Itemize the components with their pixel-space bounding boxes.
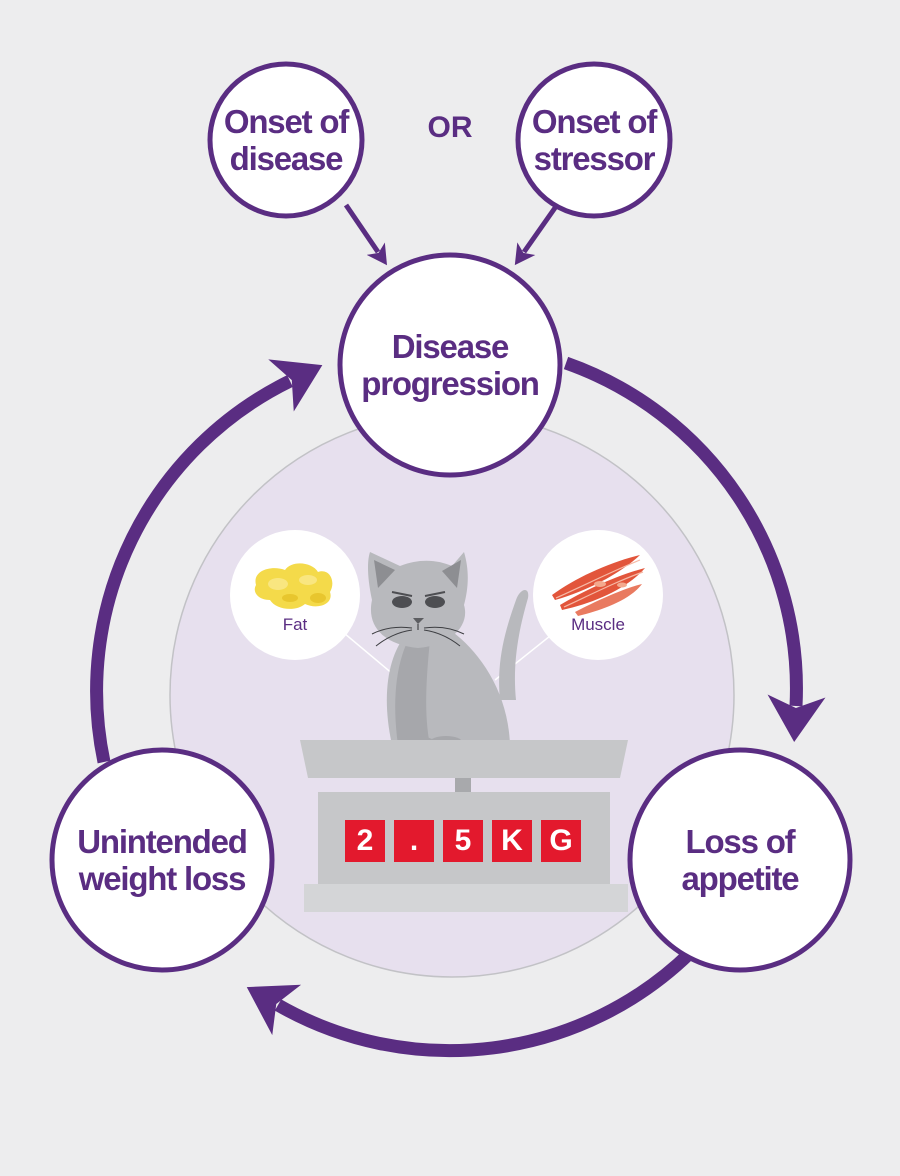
cat-illustration: [368, 552, 529, 748]
readout-digit: K: [492, 820, 532, 862]
fat-label: Fat: [282, 615, 308, 634]
arrow-weight-loss-to-progression: [90, 359, 323, 764]
node-onset-stressor: Onset of stressor: [531, 103, 657, 177]
node-loss-of-appetite: Loss of appetite: [681, 823, 800, 897]
node-disease-progression: Disease progression: [361, 328, 540, 402]
muscle-label: Muscle: [571, 615, 625, 634]
fat-icon: [254, 563, 333, 609]
muscle-icon: [552, 555, 645, 616]
arrow-progression-to-appetite: [563, 356, 826, 742]
node-circle-onset-disease: [207, 61, 365, 219]
node-circle-weight-loss: [49, 747, 275, 973]
readout-digit: .: [394, 820, 434, 862]
node-onset-disease: Onset of disease: [223, 103, 349, 177]
node-weight-loss: Unintended weight loss: [77, 823, 248, 897]
or-connector: OR: [427, 111, 473, 144]
node-circle-loss-of-appetite: [627, 747, 853, 973]
readout-digit: 5: [443, 820, 483, 862]
arrow-disease-onset-to-progression: [343, 203, 388, 266]
node-circle-disease-progression: [337, 252, 563, 478]
arrow-appetite-to-weight-loss: [246, 948, 695, 1058]
readout-digit: G: [541, 820, 581, 862]
arrow-stressor-to-progression: [514, 203, 560, 266]
node-circle-onset-stressor: [515, 61, 673, 219]
readout-digit: 2: [345, 820, 385, 862]
